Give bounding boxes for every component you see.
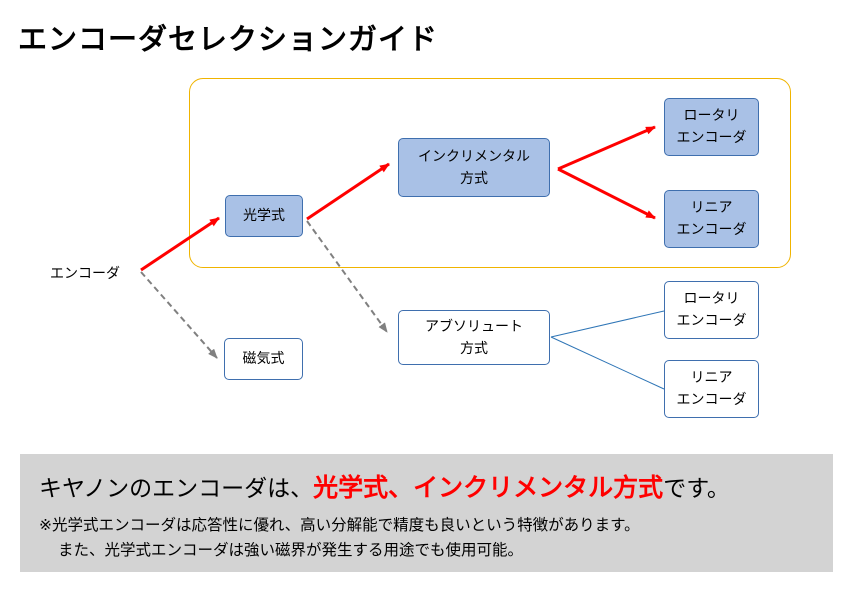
node-magnetic: 磁気式: [224, 338, 303, 380]
node-abs-rotary-encoder: ロータリ エンコーダ: [664, 281, 759, 339]
info-note-line-2: また、光学式エンコーダは強い磁界が発生する用途でも使用可能。: [58, 541, 524, 559]
headline-suffix: です。: [663, 476, 730, 502]
headline-prefix: キヤノンのエンコーダは、: [39, 476, 314, 502]
canon-selection-highlight-frame: [189, 78, 791, 268]
arrow-incremental-to-rotary: [557, 125, 656, 171]
node-absolute: アブソリュート 方式: [398, 310, 550, 365]
info-headline: キヤノンのエンコーダは、光学式、インクリメンタル方式です。: [39, 468, 730, 504]
line-absolute-to-rotary: [550, 310, 665, 338]
line-absolute-to-linear: [550, 336, 665, 390]
arrow-encoder-to-magnetic: [140, 271, 218, 359]
node-inc-linear-encoder: リニア エンコーダ: [664, 190, 759, 248]
info-note-line-1: ※光学式エンコーダは応答性に優れ、高い分解能で精度も良いという特徴があります。: [39, 516, 640, 534]
arrow-encoder-to-optical: [140, 216, 220, 272]
node-incremental: インクリメンタル 方式: [398, 138, 550, 197]
arrow-incremental-to-linear: [557, 167, 656, 220]
node-inc-rotary-encoder: ロータリ エンコーダ: [664, 98, 759, 156]
headline-accent: 光学式、インクリメンタル方式: [313, 473, 664, 502]
info-panel: [20, 454, 833, 572]
node-optical: 光学式: [225, 195, 303, 237]
arrow-optical-to-absolute: [306, 220, 388, 333]
page-title: エンコーダセレクションガイド: [18, 22, 439, 56]
node-abs-linear-encoder: リニア エンコーダ: [664, 360, 759, 418]
arrow-optical-to-incremental: [306, 162, 390, 221]
node-encoder: エンコーダ: [50, 266, 120, 282]
